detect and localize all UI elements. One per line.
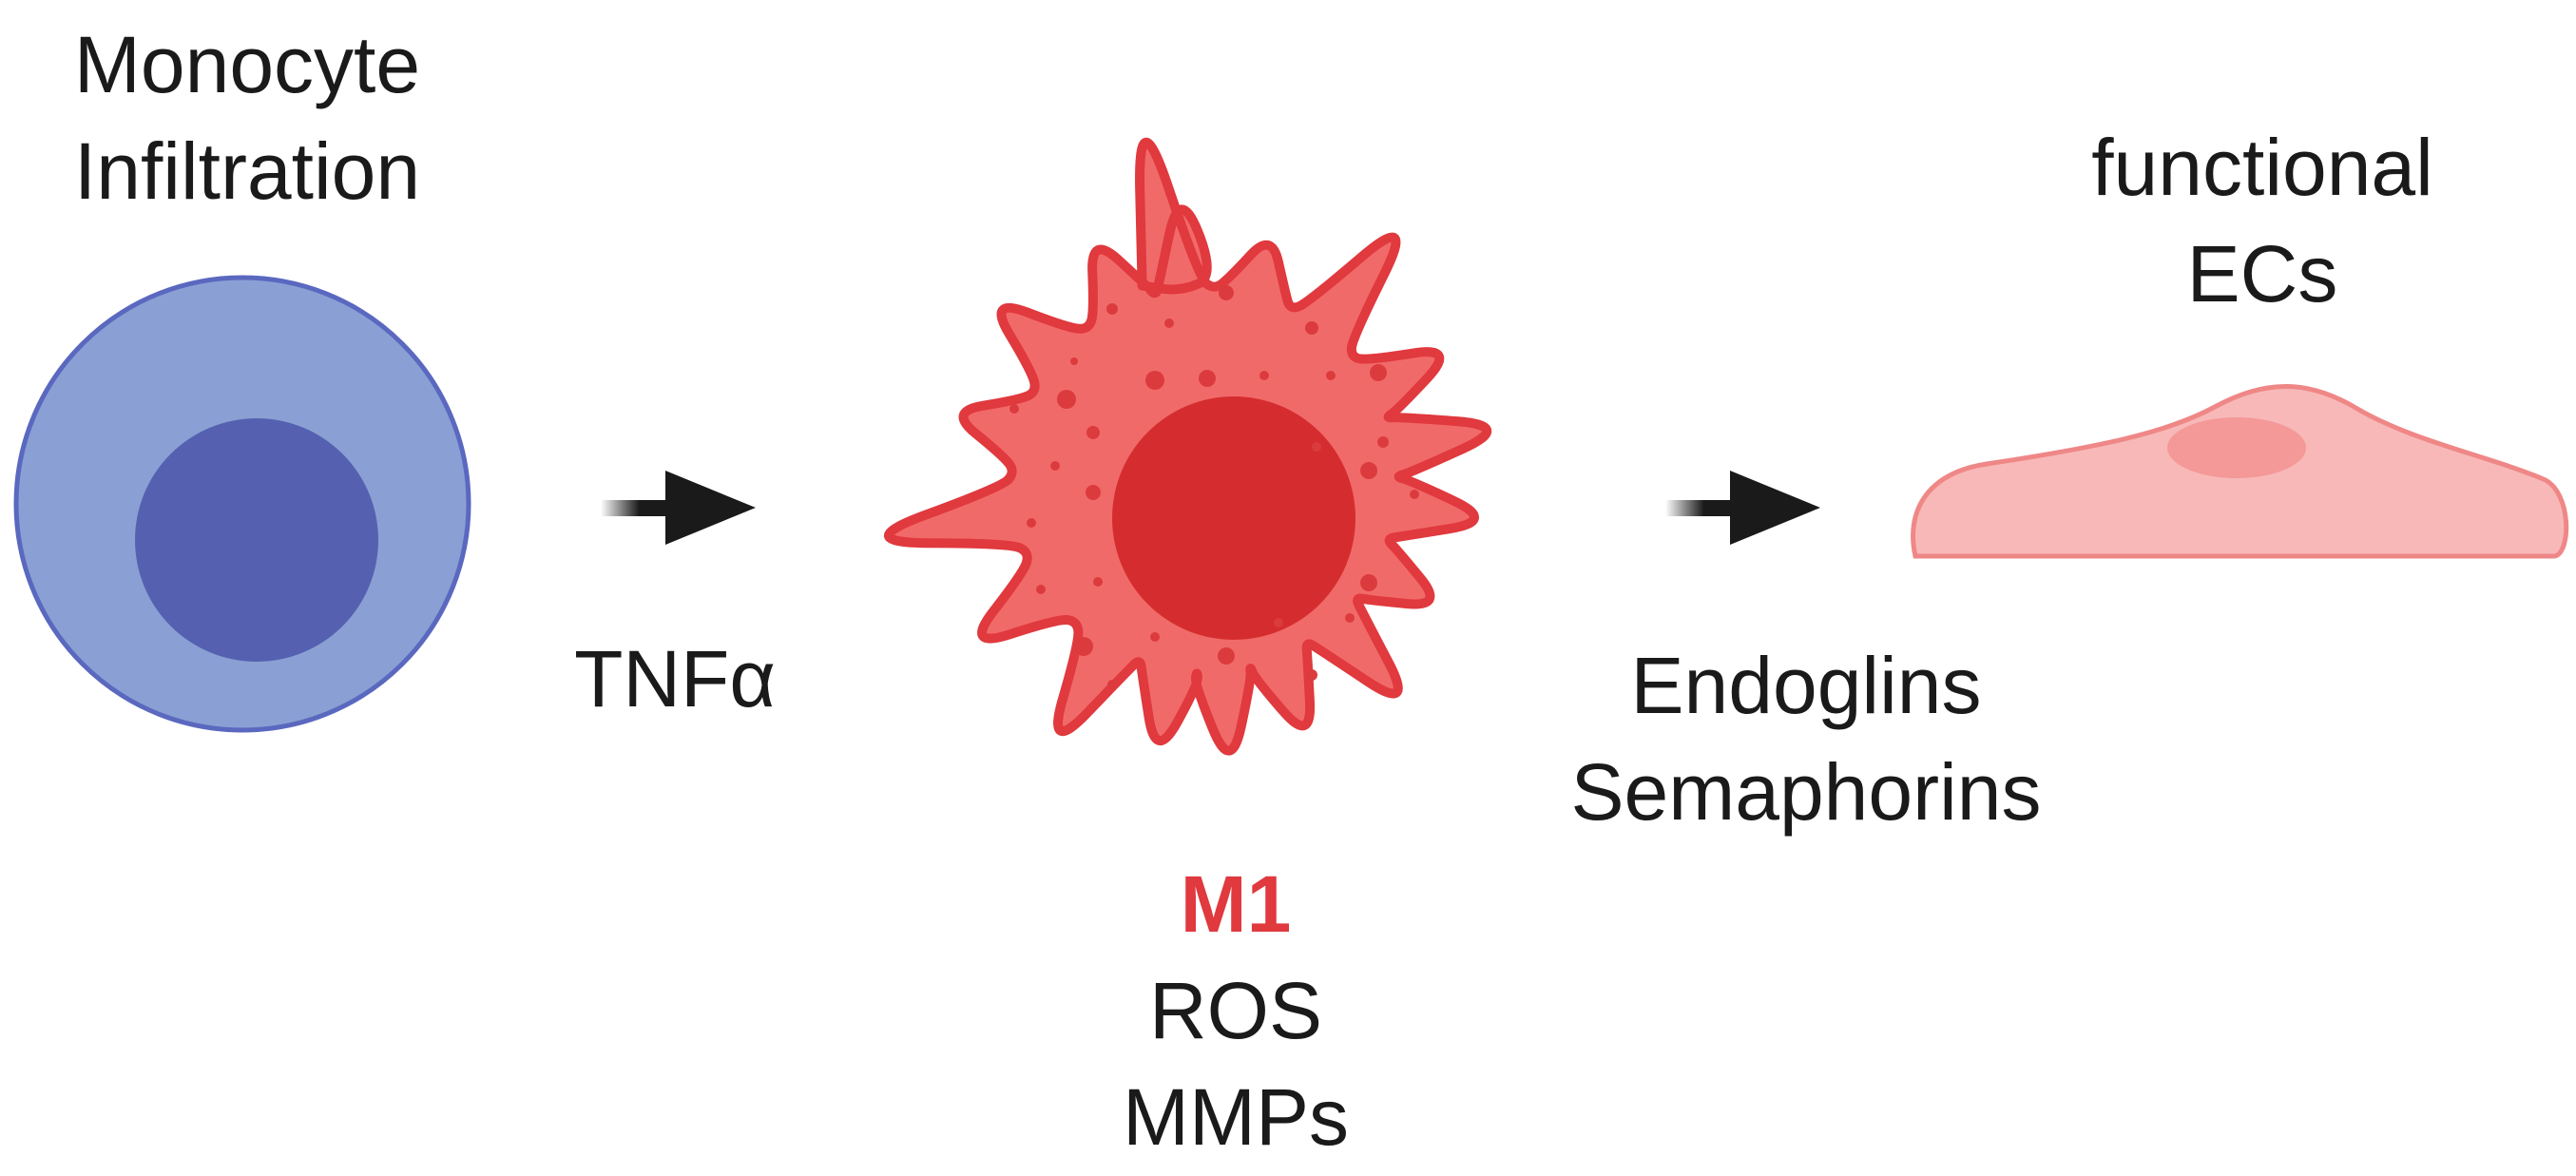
ecs-label-line1: functional xyxy=(2091,123,2433,212)
ecs-label-line2: ECs xyxy=(2186,229,2338,318)
arrow-monocyte-to-m1 xyxy=(601,471,756,545)
monocyte-label: Monocyte Infiltration xyxy=(19,11,475,224)
granule xyxy=(1164,318,1174,328)
monocyte-label-line1: Monocyte xyxy=(73,20,421,109)
granule xyxy=(1305,321,1318,335)
granule xyxy=(1410,490,1419,499)
endothelial-cell xyxy=(1911,384,2569,559)
granule xyxy=(1086,485,1101,500)
endoglins-label: Endoglins xyxy=(1630,641,1982,730)
granule xyxy=(1370,364,1387,381)
granule xyxy=(1360,574,1377,591)
granule xyxy=(1274,618,1283,627)
endothelial-nucleus xyxy=(2167,417,2306,478)
m1-label-block: M1 ROS MMPs xyxy=(1008,851,1464,1170)
granule xyxy=(1009,404,1019,414)
granule xyxy=(1106,303,1118,315)
granule xyxy=(1145,371,1164,390)
tnfa-label: TNFα xyxy=(513,626,836,732)
granule xyxy=(1027,518,1036,528)
monocyte-label-line2: Infiltration xyxy=(73,126,421,216)
semaphorins-label: Semaphorins xyxy=(1570,747,2042,837)
granule xyxy=(1259,371,1269,380)
granule xyxy=(1093,577,1103,587)
granule xyxy=(1199,370,1216,387)
granule xyxy=(1219,285,1234,300)
granule xyxy=(1312,442,1321,452)
granule xyxy=(1107,680,1117,689)
m1-macrophage-cell xyxy=(883,137,1492,756)
m1-label: M1 xyxy=(1180,859,1292,949)
ros-label: ROS xyxy=(1148,966,1323,1055)
ecs-label: functional ECs xyxy=(2025,114,2500,327)
monocyte-cell xyxy=(13,275,471,733)
granule xyxy=(1377,436,1389,448)
arrow-m1-to-ecs xyxy=(1665,471,1820,545)
monocyte-nucleus xyxy=(135,418,378,662)
granule xyxy=(1050,461,1060,471)
granule xyxy=(1086,426,1100,439)
granule xyxy=(1326,371,1336,380)
granule xyxy=(1345,613,1355,623)
granule xyxy=(1306,669,1317,681)
granule xyxy=(1218,647,1235,665)
m1-granules xyxy=(1009,285,1419,689)
endoglins-semaphorins-label: Endoglins Semaphorins xyxy=(1502,632,2110,845)
granule xyxy=(1036,585,1046,594)
granule xyxy=(1360,462,1377,479)
granule xyxy=(1150,632,1160,642)
granule xyxy=(1074,637,1093,656)
mmps-label: MMPs xyxy=(1123,1072,1349,1162)
granule xyxy=(1057,390,1076,409)
tnfa-text: TNFα xyxy=(574,634,776,723)
m1-macrophage-nucleus xyxy=(1112,396,1355,640)
granule xyxy=(1070,357,1078,365)
